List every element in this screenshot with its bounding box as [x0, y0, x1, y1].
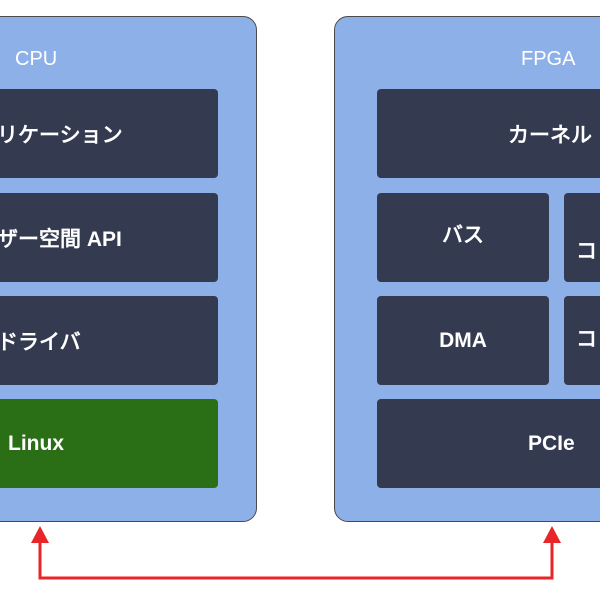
fpga-block-bus-label: バス [442, 223, 484, 247]
cpu-block-linux-label: Linux [8, 431, 64, 455]
cpu-block-driver-label: ドライバ [0, 330, 81, 354]
fpga-block-dma: DMA [377, 296, 549, 385]
cpu-block-userspace-api-label: ザー空間 API [0, 227, 122, 251]
fpga-block-right-bottom: コ [564, 296, 600, 385]
cpu-block-linux: Linux [0, 399, 218, 488]
cpu-block-driver: ドライバ [0, 296, 218, 385]
fpga-block-pcie: PCIe [377, 399, 600, 488]
fpga-block-dma-label: DMA [439, 328, 487, 352]
fpga-block-bus: バス [377, 193, 549, 282]
arrowhead-right-icon [543, 526, 561, 543]
cpu-block-application-label: リケーション [0, 123, 123, 147]
fpga-block-right-bottom-label: コ [576, 327, 597, 351]
fpga-block-right-top-label: コ [576, 239, 597, 263]
fpga-block-right-top: コ [564, 193, 600, 282]
arrowhead-left-icon [31, 526, 49, 543]
connection-line [38, 542, 554, 580]
fpga-block-kernel: カーネル [377, 89, 600, 178]
fpga-title: FPGA [521, 48, 576, 70]
fpga-block-kernel-label: カーネル [508, 123, 592, 147]
fpga-block-pcie-label: PCIe [528, 431, 575, 455]
cpu-block-userspace-api: ザー空間 API [0, 193, 218, 282]
cpu-title: CPU [15, 48, 58, 70]
cpu-block-application: リケーション [0, 89, 218, 178]
